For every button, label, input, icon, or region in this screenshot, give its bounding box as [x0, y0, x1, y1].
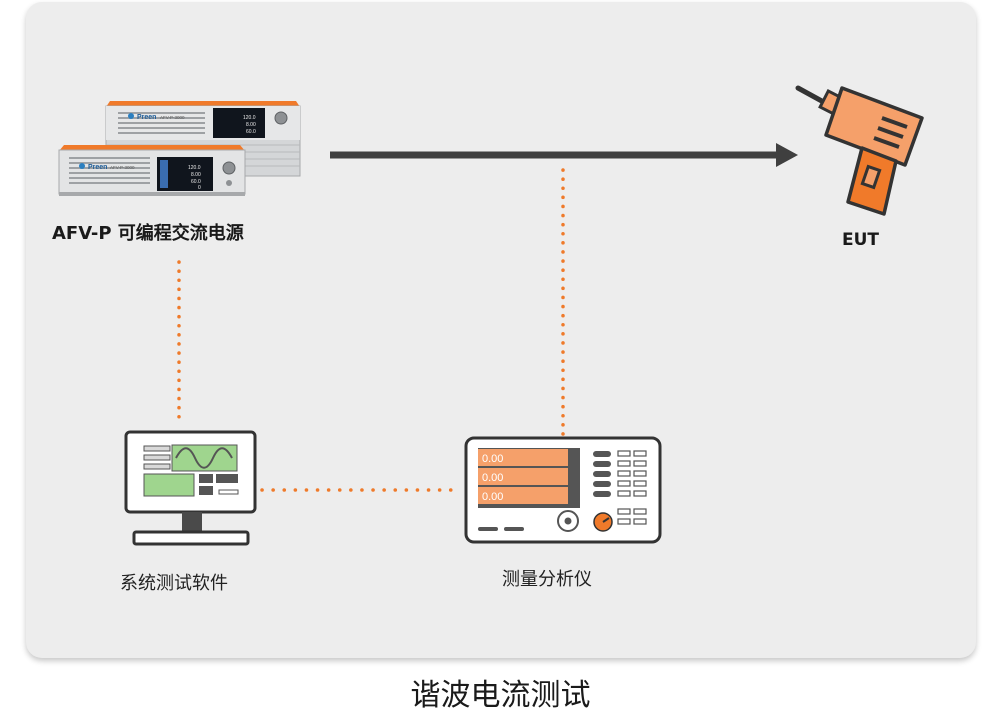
model-text-top: AFV-P-3000	[160, 115, 185, 120]
bottom-display-value-3: 60.0	[191, 179, 201, 185]
power-source-unit-top: Preen AFV-P-3000 120.0 8.00 60.0	[105, 101, 301, 177]
brand-text-top: Preen	[137, 114, 156, 121]
bottom-display-value-4: 0	[198, 185, 201, 191]
top-display-value-3: 60.0	[246, 129, 256, 135]
analyzer-reading-1: 0.00	[482, 453, 503, 465]
model-text-bottom: AFV-P-3000	[110, 165, 135, 170]
top-display-value-2: 8.00	[246, 122, 256, 128]
power-to-eut-arrow	[330, 143, 798, 167]
eut-label: EUT	[842, 230, 880, 250]
power-source-label: AFV-P 可编程交流电源	[52, 223, 244, 244]
analyzer-reading-2: 0.00	[482, 472, 503, 484]
analyzer-icon: 0.00 0.00 0.00	[464, 436, 662, 544]
waveform-icon	[175, 447, 233, 469]
diagram-title: 谐波电流测试	[410, 678, 591, 713]
drill-icon	[795, 85, 924, 216]
analyzer-label: 测量分析仪	[502, 569, 592, 590]
analyzer-reading-3: 0.00	[482, 491, 503, 503]
power-source-unit-bottom: Preen AFV-P-3000 120.0 8.00 60.0 0	[58, 145, 246, 196]
top-display-value-1: 120.0	[243, 115, 256, 121]
power-source-device: Preen AFV-P-3000 120.0 8.00 60.0	[58, 101, 301, 196]
bottom-display-value-2: 8.00	[191, 172, 201, 178]
brand-text-bottom: Preen	[88, 164, 107, 171]
bottom-display-value-1: 120.0	[188, 165, 201, 171]
monitor-icon	[124, 430, 257, 546]
software-label: 系统测试软件	[120, 573, 228, 594]
